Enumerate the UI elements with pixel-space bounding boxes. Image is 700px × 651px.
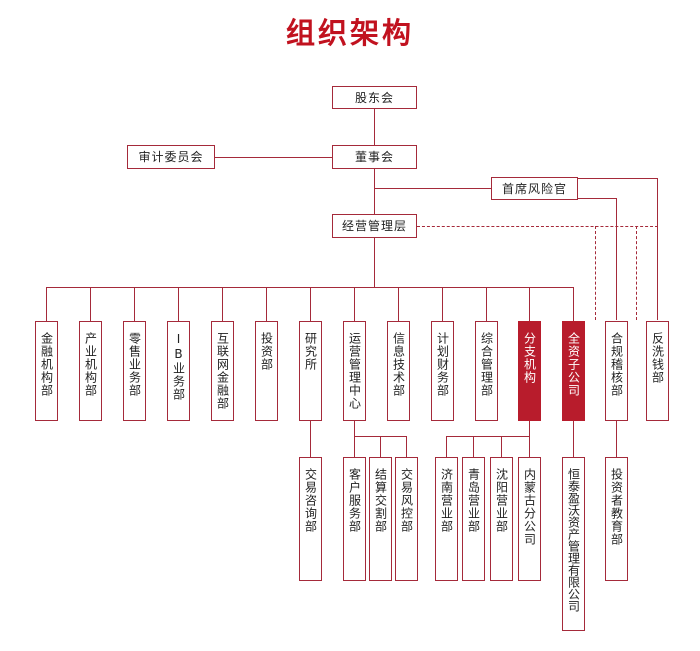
connector-line <box>134 287 135 321</box>
sub-unit-box: 青岛营业部 <box>462 457 485 581</box>
department-label: 合规稽核部 <box>609 332 624 397</box>
sub-unit-box: 交易风控部 <box>395 457 418 581</box>
board-label: 董事会 <box>354 150 394 164</box>
sub-unit-box: 沈阳营业部 <box>490 457 513 581</box>
branches-box: 分支机构 <box>518 321 541 421</box>
connector-line <box>578 178 657 179</box>
connector-line <box>374 238 375 287</box>
department-label: 分支机构 <box>522 332 537 384</box>
sub-unit-label: 青岛营业部 <box>466 468 481 533</box>
shareholders-label: 股东会 <box>354 90 394 105</box>
sub-unit-box: 交易咨询部 <box>299 457 322 581</box>
sub-unit-label: 结算交割部 <box>373 468 388 533</box>
sub-unit-label: 投资者教育部 <box>609 468 624 546</box>
department-box: 研究所 <box>299 321 322 421</box>
connector-line <box>406 436 407 457</box>
sub-unit-label: 济南营业部 <box>439 468 454 533</box>
sub-unit-box: 客户服务部 <box>343 457 366 581</box>
connector-line <box>178 287 179 321</box>
connector-line <box>616 421 617 457</box>
department-box: 综合管理部 <box>475 321 498 421</box>
connector-line <box>573 421 574 457</box>
dashed-connector <box>595 226 596 320</box>
connector-line <box>215 157 332 158</box>
sub-unit-label: 交易风控部 <box>399 468 414 533</box>
sub-unit-label: 沈阳营业部 <box>494 468 509 533</box>
connector-line <box>374 169 375 214</box>
department-label: 全资子公司 <box>566 332 581 397</box>
subsidiary-box: 全资子公司 <box>562 321 585 421</box>
department-box: IB业务部 <box>167 321 190 421</box>
department-label: 综合管理部 <box>479 332 494 397</box>
department-label: 反洗钱部 <box>650 332 665 384</box>
management-label: 经营管理层 <box>341 219 407 233</box>
sub-unit-label: 内蒙古分公司 <box>522 468 537 546</box>
sub-unit-box: 结算交割部 <box>369 457 392 581</box>
department-label: IB业务部 <box>171 332 186 401</box>
sub-unit-box: 内蒙古分公司 <box>518 457 541 581</box>
department-label: 计划财务部 <box>435 332 450 397</box>
connector-line <box>473 436 474 457</box>
department-box: 产业机构部 <box>79 321 102 421</box>
connector-line <box>266 287 267 321</box>
connector-line <box>398 287 399 321</box>
shareholders-box: 股东会 <box>332 86 417 109</box>
connector-line <box>578 198 616 199</box>
sub-unit-box: 恒泰盈沃资产管理有限公司 <box>562 457 585 631</box>
board-box: 董事会 <box>332 145 417 169</box>
connector-line <box>374 188 491 189</box>
connector-line <box>354 287 355 321</box>
sub-unit-label: 恒泰盈沃资产管理有限公司 <box>566 468 581 612</box>
connector-line <box>46 287 573 288</box>
connector-line <box>529 421 530 457</box>
department-box: 运营管理中心 <box>343 321 366 421</box>
dashed-connector <box>636 226 637 320</box>
cro-label: 首席风险官 <box>501 181 567 196</box>
connector-line <box>90 287 91 321</box>
dashed-connector <box>417 226 658 227</box>
department-box: 投资部 <box>255 321 278 421</box>
connector-line <box>222 287 223 321</box>
sub-unit-box: 济南营业部 <box>435 457 458 581</box>
connector-line <box>446 436 530 437</box>
connector-line <box>573 287 574 321</box>
department-label: 金融机构部 <box>39 332 54 397</box>
connector-line <box>374 109 375 145</box>
department-label: 投资部 <box>259 332 274 371</box>
department-box: 信息技术部 <box>387 321 410 421</box>
department-box: 互联网金融部 <box>211 321 234 421</box>
connector-line <box>46 287 47 321</box>
cro-box: 首席风险官 <box>491 177 578 200</box>
connector-line <box>501 436 502 457</box>
connector-line <box>446 436 447 457</box>
connector-line <box>529 287 530 321</box>
department-label: 互联网金融部 <box>215 332 230 410</box>
connector-line <box>380 436 381 457</box>
connector-line <box>442 287 443 321</box>
department-label: 运营管理中心 <box>347 332 362 410</box>
department-box: 金融机构部 <box>35 321 58 421</box>
connector-line <box>616 198 617 320</box>
sub-unit-label: 客户服务部 <box>347 468 362 533</box>
connector-line <box>310 287 311 321</box>
management-box: 经营管理层 <box>332 214 417 238</box>
department-label: 研究所 <box>303 332 318 371</box>
page-title: 组织架构 <box>285 16 414 50</box>
connector-line <box>657 178 658 320</box>
connector-line <box>354 421 355 457</box>
department-box: 反洗钱部 <box>646 321 669 421</box>
audit-committee-box: 审计委员会 <box>127 145 215 169</box>
connector-line <box>310 421 311 457</box>
sub-unit-box: 投资者教育部 <box>605 457 628 581</box>
department-label: 信息技术部 <box>391 332 406 397</box>
department-box: 计划财务部 <box>431 321 454 421</box>
department-box: 合规稽核部 <box>605 321 628 421</box>
department-label: 零售业务部 <box>127 332 142 397</box>
department-label: 产业机构部 <box>83 332 98 397</box>
sub-unit-label: 交易咨询部 <box>303 468 318 533</box>
connector-line <box>486 287 487 321</box>
audit-committee-label: 审计委员会 <box>138 150 204 164</box>
department-box: 零售业务部 <box>123 321 146 421</box>
